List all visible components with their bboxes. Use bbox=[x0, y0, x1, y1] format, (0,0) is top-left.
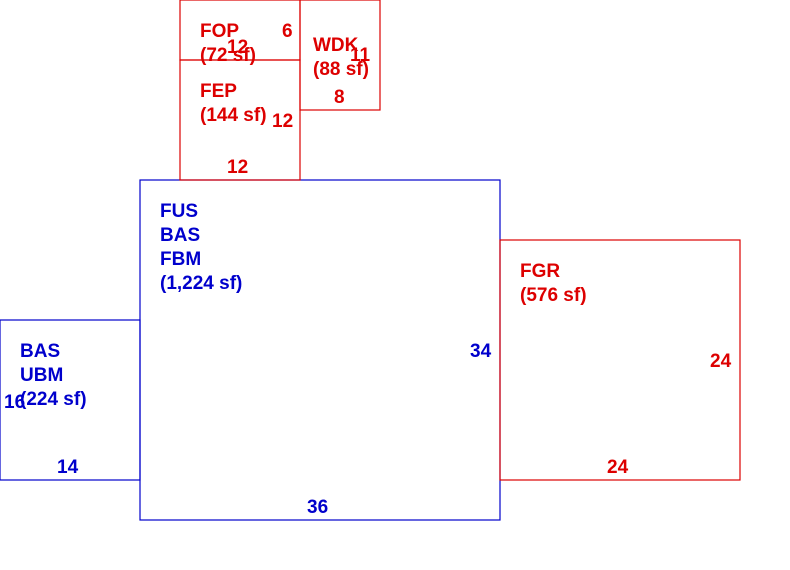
area-fus: FUS BAS FBM (1,224 sf) 34 36 bbox=[139, 179, 501, 521]
area-wdk: WDK (88 sf) 11 8 bbox=[299, 0, 381, 111]
area-fop: FOP (72 sf) 12 6 bbox=[179, 0, 301, 66]
area-fep-label: FEP bbox=[200, 81, 237, 102]
area-wdk-outline bbox=[299, 0, 381, 111]
area-fgr-dim-bottom: 24 bbox=[607, 457, 629, 478]
area-fgr: FGR (576 sf) 24 24 bbox=[499, 239, 741, 481]
area-wdk-dim-right: 11 bbox=[350, 45, 371, 66]
area-fop-dim-inner: 12 bbox=[227, 37, 248, 58]
area-bas-outline bbox=[0, 319, 141, 481]
area-fep-size: (144 sf) bbox=[200, 105, 267, 126]
area-fus-label-1: FUS bbox=[160, 201, 198, 222]
area-fus-label-2: BAS bbox=[160, 225, 200, 246]
area-fus-dim-right: 34 bbox=[470, 341, 492, 362]
area-bas-label-2: UBM bbox=[20, 365, 63, 386]
area-fop-size: (72 sf) bbox=[200, 45, 256, 66]
area-fgr-size: (576 sf) bbox=[520, 285, 587, 306]
area-bas-dim-left: 16 bbox=[4, 392, 25, 413]
area-fus-label-3: FBM bbox=[160, 249, 201, 270]
area-fep-dim-right: 12 bbox=[272, 111, 293, 132]
area-wdk-dim-bottom: 8 bbox=[334, 87, 345, 108]
area-bas: BAS UBM (224 sf) 16 14 bbox=[0, 319, 141, 481]
area-fus-dim-bottom: 36 bbox=[307, 497, 328, 518]
area-bas-label-1: BAS bbox=[20, 341, 60, 362]
area-fop-label: FOP bbox=[200, 21, 239, 42]
area-fgr-label: FGR bbox=[520, 261, 560, 282]
area-bas-dim-bottom: 14 bbox=[57, 457, 79, 478]
area-fus-size: (1,224 sf) bbox=[160, 273, 242, 294]
area-bas-size: (224 sf) bbox=[20, 389, 87, 410]
area-fep: FEP (144 sf) 12 12 bbox=[179, 59, 301, 181]
area-wdk-label: WDK bbox=[313, 35, 359, 56]
area-fgr-outline bbox=[499, 239, 741, 481]
area-fop-dim-right: 6 bbox=[282, 21, 293, 42]
area-wdk-size: (88 sf) bbox=[313, 59, 369, 80]
area-fgr-dim-right: 24 bbox=[710, 351, 732, 372]
area-fep-dim-bottom: 12 bbox=[227, 157, 248, 178]
